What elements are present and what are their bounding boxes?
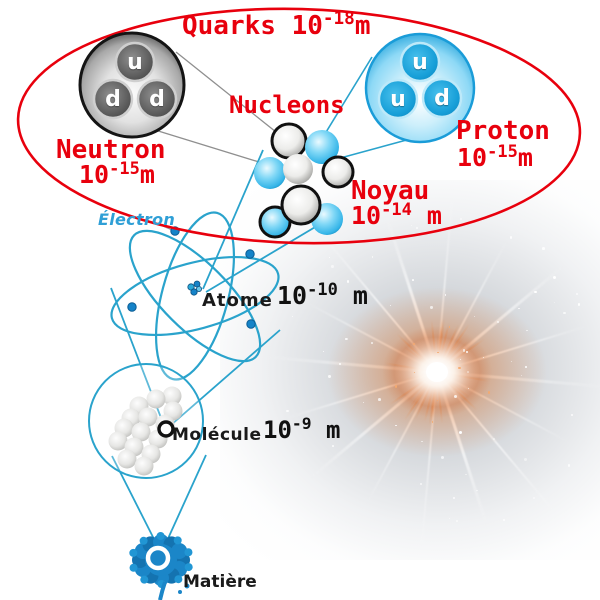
quarks-label: Quarks 10-18m [182,9,371,41]
neutron-quark-circle [114,41,156,83]
nucleus-to-atom-line [202,149,264,290]
proton-sphere [364,32,476,144]
nucleon-neutron-sphere [270,122,308,160]
matter-flower [129,532,193,600]
molecule-label: Molécule [172,425,262,445]
flower-white-ring [145,545,171,571]
nucleon-neutron-sphere [280,184,322,226]
molecule-to-matter-line [165,454,207,544]
red-ellipse [16,7,582,245]
flower-splatter [184,583,190,589]
molecule-scale: 10-9 m [263,414,341,444]
flower-petal-tip [129,548,138,557]
proton-quark-circle [421,77,463,119]
proton-quark-circle [377,78,419,120]
noyau-scale: 10-14 m [351,199,442,230]
flower-petal-tip [174,575,183,584]
atome-scale: 10-10 m [277,279,368,310]
atom-to-molecule-line [170,329,281,426]
flower-petal-tip [173,536,182,545]
neutron-quark-circle [92,78,134,120]
atome-label: Atome [202,290,273,311]
proton-label: Proton [456,116,550,146]
neutron-quark-circle [136,78,178,120]
molecule-atom-sphere [117,449,137,469]
nucleon-proton-sphere [305,130,339,164]
flower-petal-tip [184,548,193,557]
atom-nucleus-dot [190,288,198,296]
flower-stem [158,581,167,600]
molecule-group [88,363,204,479]
molecule-atom-sphere [134,456,154,476]
neutron-quark-d2: d [149,87,165,112]
molecule-atom-sphere [162,386,182,406]
proton-zoom-line [319,56,373,143]
flower-petal-tip [129,563,138,572]
proton-quark-u2: u [390,87,406,112]
neutron-zoom-line [154,129,273,167]
electron-dot [246,319,256,329]
neutron-quark-d1: d [105,87,121,112]
nucleon-proton-sphere [254,157,286,189]
atom-nucleus-dots [187,280,202,296]
neutron-zoom-line [175,51,287,141]
flower-petal-tip [139,536,148,545]
atom-nucleus-dot [195,285,202,292]
electron-dot [127,302,137,312]
neutron-label: Neutron [56,135,166,165]
proton-quark-d: d [434,86,450,111]
flower-petal-tip [184,563,193,572]
molecule-atom-ring [157,420,175,438]
matiere-label: Matière [183,572,257,592]
electron-dot [245,249,255,259]
molecule-atom-sphere [146,389,166,409]
molecule-atom-sphere [108,431,128,451]
flower-petal-tip [140,575,149,584]
atom-orbitals [110,211,280,381]
flower-petal-tip [156,532,165,541]
nucleus-cluster [254,122,355,239]
neutron-quark-u: u [127,50,143,75]
molecule-atom-sphere [131,422,151,442]
nucleon-neutron-sphere [283,154,313,184]
proton-quark-circle [399,41,441,83]
nucleon-neutron-sphere [321,155,355,189]
nucleons-label: Nucleons [229,91,345,119]
proton-scale: 10-15m [457,141,533,172]
proton-quark-u1: u [412,50,428,75]
neutron-scale: 10-15m [79,158,155,189]
flower-splatter [178,590,182,594]
electron-label: Électron [98,210,176,229]
neutron-sphere [78,31,186,139]
molecule-atom-sphere [138,407,158,427]
noyau-label: Noyau [351,176,430,206]
